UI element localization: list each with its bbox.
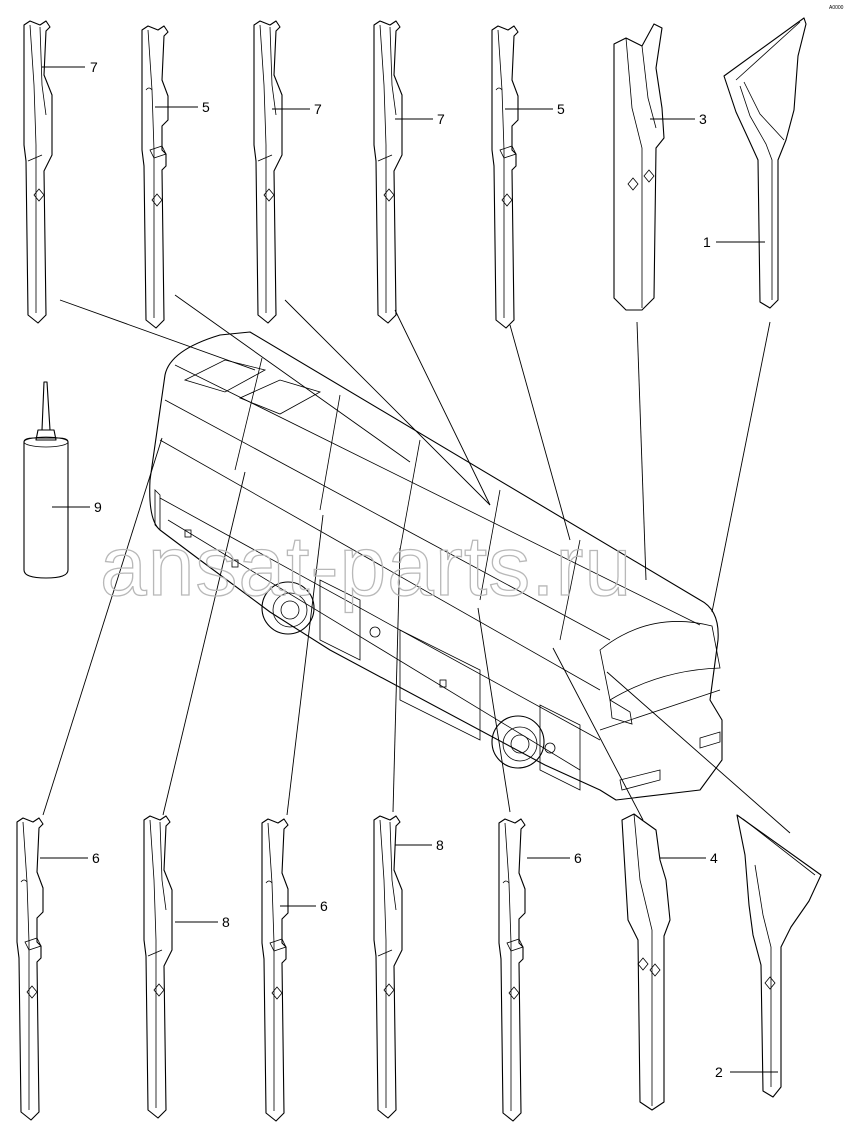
part-7-c — [373, 20, 403, 324]
part-5-b — [491, 25, 519, 329]
callout-6-c: 6 — [574, 850, 582, 866]
callout-7-a: 7 — [90, 59, 98, 75]
part-2 — [736, 814, 822, 1098]
part-7-b — [253, 20, 283, 324]
callout-6-a: 6 — [92, 850, 100, 866]
callout-4: 4 — [710, 850, 718, 866]
watermark: ansat-parts.ru — [100, 519, 632, 613]
part-8-b — [373, 815, 403, 1119]
part-4 — [621, 813, 671, 1111]
bus-illustration — [149, 331, 723, 801]
corner-code: A0000 — [829, 5, 844, 11]
part-6-a — [16, 817, 44, 1121]
part-7-a — [23, 20, 53, 324]
part-6-b — [261, 818, 289, 1122]
callout-5-a: 5 — [202, 99, 210, 115]
part-1 — [723, 17, 807, 309]
part-3 — [613, 23, 665, 311]
callouts-bottom: 6 8 6 8 6 4 2 — [40, 837, 778, 1080]
callout-6-b: 6 — [320, 898, 328, 914]
callout-5-b: 5 — [557, 101, 565, 117]
callout-1: 1 — [703, 234, 711, 250]
part-5-a — [141, 25, 169, 329]
callout-7-c: 7 — [437, 111, 445, 127]
callout-sealant: 9 — [52, 499, 102, 515]
callout-7-b: 7 — [314, 101, 322, 117]
callout-3: 3 — [699, 111, 707, 127]
sealant-cartridge — [23, 381, 69, 579]
part-6-c — [498, 818, 526, 1122]
callout-2: 2 — [715, 1064, 723, 1080]
callouts-top: 7 5 7 7 5 3 1 — [42, 59, 765, 250]
part-8-a — [143, 815, 173, 1119]
leader-lines — [42, 294, 791, 834]
callout-9: 9 — [94, 499, 102, 515]
callout-8-b: 8 — [436, 837, 444, 853]
callout-8-a: 8 — [222, 914, 230, 930]
